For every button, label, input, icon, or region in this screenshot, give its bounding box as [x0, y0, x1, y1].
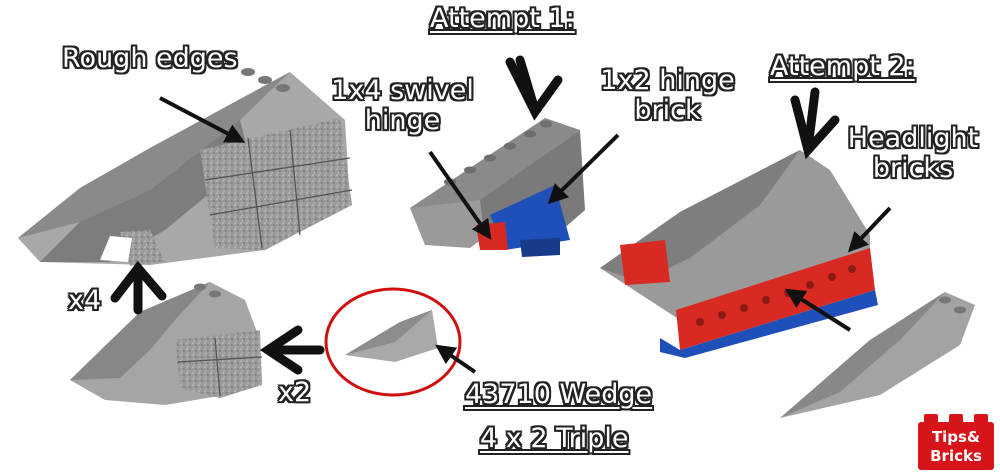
loose-wedge-piece [780, 292, 975, 418]
attempt1-title: Attempt 1: [430, 3, 575, 34]
swivel-hinge-label: 1x4 swivel hinge [331, 75, 474, 137]
attempt2-title: Attempt 2: [770, 51, 915, 82]
x4-label: x4 [68, 285, 102, 316]
logo-line1: Tips& [931, 428, 981, 446]
single-wedge-piece [345, 310, 438, 362]
rough-edges-label: Rough edges [62, 43, 238, 74]
hinge-brick-label: 1x2 hinge brick [600, 65, 735, 127]
small-wedge-assembly [70, 282, 263, 405]
pointer-arrows [159, 96, 892, 374]
rough-wedge-assembly [18, 68, 353, 266]
wedge-size-label: 4 x 2 Triple [480, 423, 629, 454]
x2-label: x2 [278, 377, 312, 408]
wedge-part-label: 43710 Wedge [465, 379, 653, 410]
tips-and-bricks-logo: Tips& Bricks [918, 412, 994, 470]
highlight-circle [324, 287, 462, 397]
attempt1-model [410, 118, 585, 257]
headlight-bricks-label: Headlight bricks [847, 123, 979, 185]
logo-line2: Bricks [930, 447, 982, 465]
attempt2-model [600, 150, 878, 358]
bold-arrows [110, 55, 840, 375]
